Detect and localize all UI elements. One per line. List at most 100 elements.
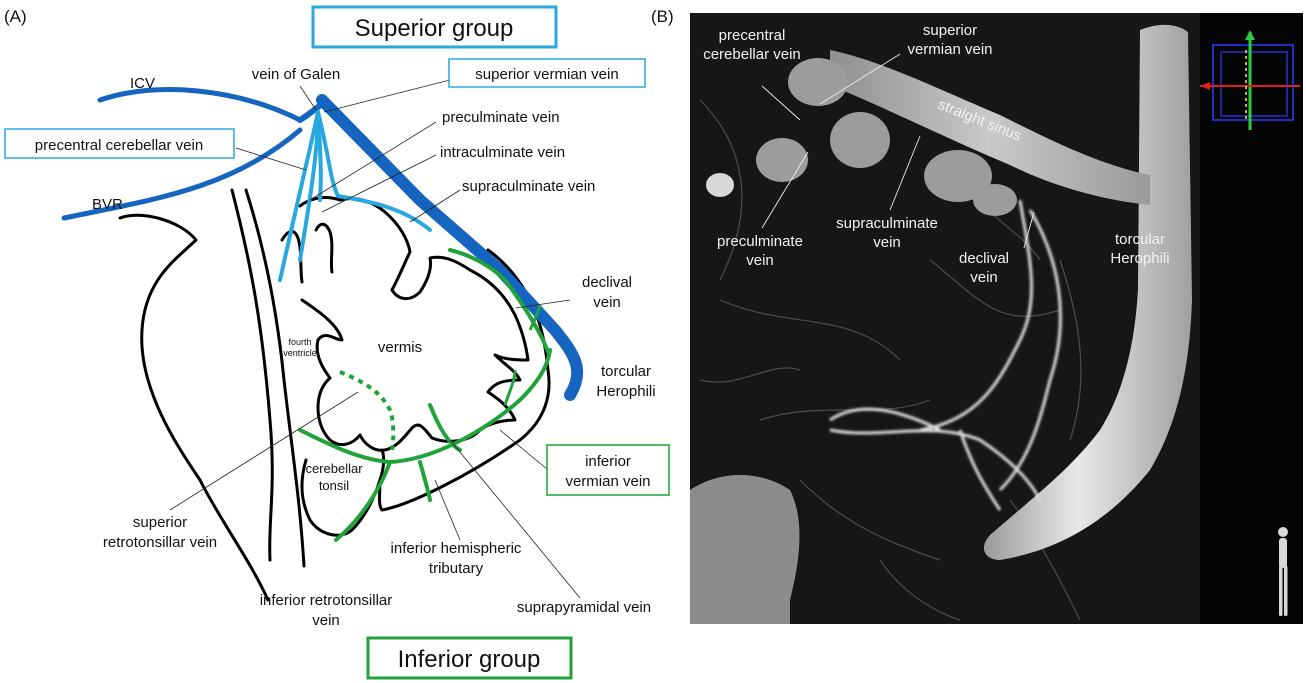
brainstem-outline-2 [244, 188, 306, 568]
pons-outline-2 [198, 478, 270, 602]
deep-veins [61, 87, 584, 401]
inferior-retrotonsillar-label-2: vein [312, 612, 340, 629]
inferior-group-frame [366, 636, 573, 680]
vermis-label: vermis [378, 339, 422, 356]
icv-vein [97, 87, 303, 123]
precentral-label: precentral cerebellar vein [35, 137, 203, 154]
lower-bright-mass [690, 475, 800, 624]
torcular-label-1: torcular [601, 363, 651, 380]
leader-superior-vermian [323, 79, 451, 113]
superior-vermian-frame [448, 58, 646, 88]
suprapyramidal-label: suprapyramidal vein [517, 599, 651, 616]
fourth-ventricle-label-1: fourth [288, 337, 311, 347]
leader-precentral [235, 147, 307, 171]
leader-preculminate [309, 121, 437, 201]
b-declival-label-2: vein [970, 269, 998, 286]
cerebellar-tonsil-label-1: cerebellar [305, 461, 363, 476]
superior-group-veins [278, 110, 432, 282]
preculminate-label: preculminate vein [442, 109, 560, 126]
b-leader-superior-vermian [819, 53, 901, 105]
panel-b-leaders [761, 53, 1035, 249]
galenic-bulges [706, 58, 1017, 216]
leader-galen [299, 85, 317, 111]
inferior-retrotonsillar-line [334, 460, 392, 542]
declival-label-2: vein [593, 294, 621, 311]
b-supraculminate-label-2: vein [873, 234, 901, 251]
standing-body-icon [1278, 527, 1288, 616]
b-preculminate-label-1: preculminate [717, 233, 803, 250]
precentral-vein-line [278, 110, 320, 282]
supraculminate-label: supraculminate vein [462, 178, 595, 195]
superior-group-box: Superior group [311, 5, 558, 49]
folia-top [280, 222, 334, 284]
b-leader-declival [1023, 211, 1035, 249]
declival-vein-line [448, 248, 550, 354]
b-leader-preculminate [761, 151, 809, 229]
tonsil-outline [300, 448, 386, 537]
bvr-vein [61, 127, 303, 221]
b-declival-label-1: declival [959, 250, 1009, 267]
leader-supraculminate [409, 189, 461, 223]
precentral-frame [4, 128, 235, 159]
leader-inferior-vermian [499, 429, 549, 471]
branch-b [528, 304, 542, 331]
inferior-vermian-label-2: vermian vein [565, 473, 650, 490]
superior-vermian-label-box: superior vermian vein [448, 58, 646, 88]
branch-a [503, 369, 517, 406]
vein-of-galen-label: vein of Galen [252, 66, 340, 83]
vessel-web [699, 99, 1082, 621]
inferior-hemispheric-line [418, 460, 432, 502]
superior-retrotonsillar-label-2: retrotonsillar vein [103, 534, 217, 551]
panel-a-label: (A) [4, 7, 27, 26]
leader-declival [515, 299, 571, 309]
inferior-group-box: Inferior group [366, 636, 573, 680]
inferior-group-title: Inferior group [398, 646, 541, 673]
vermis-outline [298, 196, 530, 452]
inferior-vermian-label-box: inferior vermian vein [546, 444, 670, 496]
panel-b: (B) [651, 7, 1303, 624]
orientation-cube-icon [1200, 30, 1300, 130]
brainstem-outline [230, 188, 274, 562]
supraculminate-vein-line [316, 110, 432, 232]
precentral-label-box: precentral cerebellar vein [4, 128, 235, 159]
b-superior-vermian-label-2: vermian vein [907, 41, 992, 58]
straight-sinus [316, 94, 584, 401]
torcular-label-2: Herophili [596, 383, 655, 400]
superior-retrotonsillar-line [339, 370, 396, 451]
b-torcular-label-2: Herophili [1110, 250, 1169, 267]
superior-vermian-label: superior vermian vein [475, 66, 618, 83]
leader-inferior-hemispheric [434, 479, 461, 541]
panel-b-label: (B) [651, 7, 674, 26]
superior-retrotonsillar-label-1: superior [133, 514, 187, 531]
icv-label: ICV [130, 75, 155, 92]
pons-outline [118, 213, 202, 482]
b-supraculminate-label-1: supraculminate [836, 215, 938, 232]
superior-group-title: Superior group [355, 15, 514, 42]
straight-sinus-shape [830, 50, 1150, 205]
inferior-hemispheric-label-2: tributary [429, 560, 484, 577]
b-leader-precentral [761, 85, 801, 121]
fourth-ventricle-label-2: ventricle [283, 348, 317, 358]
inferior-vermian-frame [546, 444, 670, 496]
bvr-label: BVR [92, 196, 123, 213]
b-leader-supraculminate [889, 135, 921, 211]
panel-a: (A) Superior group Inferior group [4, 5, 670, 680]
suprapyramidal-vein-line [428, 403, 462, 452]
inferior-hemispheric-label-1: inferior hemispheric [391, 540, 522, 557]
torcular-shape [983, 24, 1192, 560]
inferior-vermian-label-1: inferior [585, 453, 631, 470]
b-precentral-label-2: cerebellar vein [703, 46, 801, 63]
declival-label-1: declival [582, 274, 632, 291]
leader-suprapyramidal [449, 439, 581, 599]
inferior-vermian-vein-line [298, 348, 552, 465]
b-torcular-label-1: torcular [1115, 231, 1165, 248]
inferior-group-veins [298, 248, 552, 542]
b-preculminate-label-2: vein [746, 252, 774, 269]
b-precentral-label-1: precentral [719, 27, 786, 44]
panel-a-leaders [169, 79, 581, 599]
superior-group-frame [311, 5, 558, 49]
inferior-retrotonsillar-label-1: inferior retrotonsillar [260, 592, 393, 609]
intraculminate-label: intraculminate vein [440, 144, 565, 161]
leader-intraculminate [321, 154, 437, 213]
